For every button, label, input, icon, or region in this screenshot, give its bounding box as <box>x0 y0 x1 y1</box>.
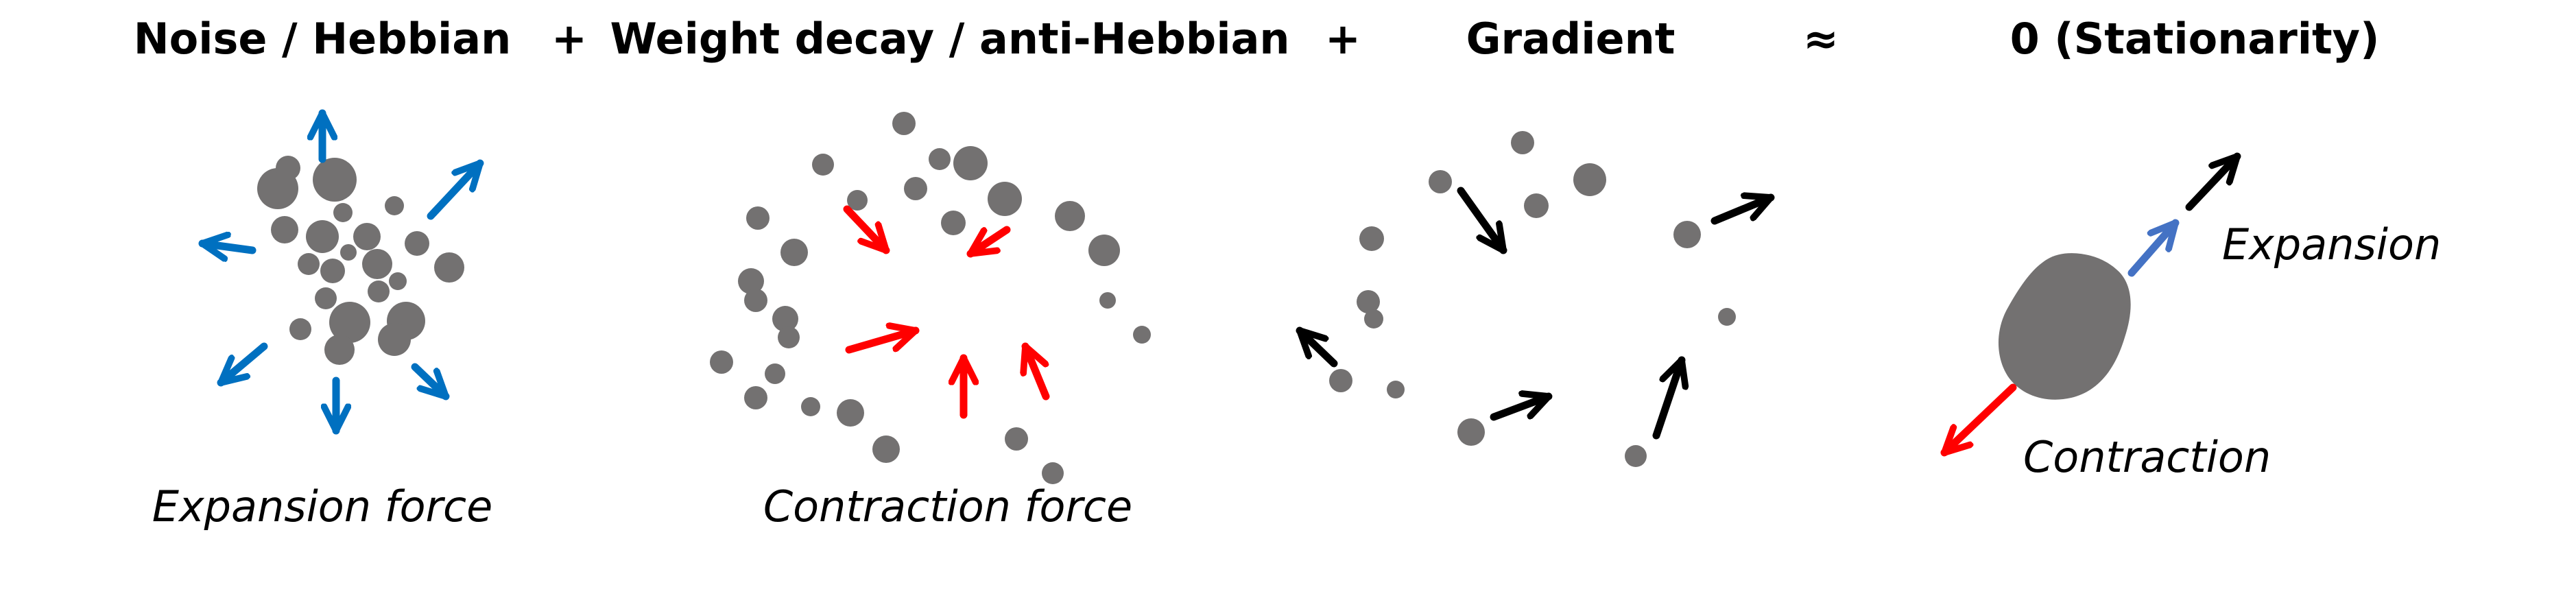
dot <box>765 363 785 384</box>
dot <box>329 302 370 343</box>
contraction-arrow-right <box>845 331 920 354</box>
dot <box>892 112 916 135</box>
dot <box>1673 221 1701 248</box>
dot <box>1055 201 1085 231</box>
stationarity-panel: Expansion Contraction <box>1940 152 2441 482</box>
combined-expansion-arrow-outer <box>2185 152 2241 211</box>
dot <box>872 435 900 463</box>
contraction-arrow-up-left <box>1025 342 1050 401</box>
dot <box>738 268 764 294</box>
dot <box>320 259 345 283</box>
gradient-arrow-right <box>1490 396 1553 421</box>
dot <box>772 306 798 332</box>
expansion-panel: Expansion force <box>152 109 492 532</box>
dot <box>306 220 339 253</box>
dot <box>1042 462 1064 484</box>
dot <box>1625 445 1647 467</box>
gradient-panel <box>1296 131 1775 467</box>
plus-operator-1: + <box>551 14 587 64</box>
dot <box>340 244 357 261</box>
term-stationarity: 0 (Stationarity) <box>2010 14 2380 64</box>
dot <box>298 253 320 275</box>
dot <box>929 148 951 170</box>
approx-operator: ≈ <box>1803 14 1839 64</box>
dot <box>289 318 311 340</box>
expansion-dot-cluster <box>257 156 464 365</box>
dot <box>1511 131 1534 154</box>
dot <box>744 386 767 409</box>
dot <box>378 323 411 356</box>
combined-contraction-label: Contraction <box>2023 432 2271 482</box>
term-weight-decay: Weight decay / anti-Hebbian <box>610 14 1289 64</box>
dot <box>434 252 464 283</box>
combined-expansion-label: Expansion <box>2222 219 2441 270</box>
expansion-arrows <box>198 109 484 435</box>
dot <box>1364 309 1383 329</box>
gradient-arrow-down-right <box>1457 187 1507 254</box>
gradient-arrow-up-left <box>1296 326 1338 368</box>
dot <box>1133 326 1151 344</box>
dot <box>988 182 1022 216</box>
dot <box>1005 427 1028 451</box>
dot <box>837 399 864 427</box>
dot <box>1429 170 1452 193</box>
equation-header: Noise / Hebbian + Weight decay / anti-He… <box>134 14 2380 64</box>
dot <box>1718 308 1736 326</box>
gradient-dots <box>1329 131 1736 467</box>
dot <box>904 177 927 200</box>
contraction-arrow-down-right <box>843 205 890 254</box>
gradient-arrow-up-right <box>1710 198 1775 225</box>
expansion-force-caption: Expansion force <box>152 481 492 532</box>
plus-operator-2: + <box>1325 14 1361 64</box>
dot <box>385 196 404 215</box>
term-gradient: Gradient <box>1466 14 1675 64</box>
dot <box>1387 381 1405 398</box>
expansion-arrow-down-left <box>217 342 268 387</box>
term-noise-hebbian: Noise / Hebbian <box>134 14 511 64</box>
gradient-arrows <box>1296 187 1775 440</box>
dot <box>313 158 357 202</box>
dot <box>1088 235 1120 266</box>
dot <box>1329 369 1352 392</box>
dot <box>1524 193 1549 218</box>
dot <box>1357 290 1380 313</box>
expansion-arrow-down-right <box>411 363 450 401</box>
dot <box>778 326 800 348</box>
dot <box>324 335 355 365</box>
contraction-dot-ring <box>710 112 1151 484</box>
dot <box>847 190 868 211</box>
gradient-arrow-up <box>1652 356 1682 440</box>
dot <box>362 249 392 279</box>
contraction-panel: Contraction force <box>710 112 1151 532</box>
dot <box>333 203 353 222</box>
contraction-arrow-down-left <box>966 226 1011 258</box>
dot <box>405 231 429 256</box>
combined-blob <box>1998 253 2131 400</box>
dot <box>710 350 733 374</box>
dot <box>780 239 808 266</box>
contraction-force-caption: Contraction force <box>763 481 1132 532</box>
combined-contraction-arrow <box>1940 383 2017 457</box>
contraction-arrows <box>843 205 1050 419</box>
dot <box>1573 163 1606 196</box>
dot <box>744 289 767 312</box>
dot <box>953 146 988 180</box>
dot <box>941 211 966 235</box>
dot <box>271 216 298 243</box>
expansion-arrow-up-right <box>427 159 484 220</box>
expansion-arrow-left <box>198 243 257 250</box>
dot <box>1457 418 1485 446</box>
dot <box>1099 292 1116 309</box>
dot <box>746 206 770 230</box>
dot <box>801 397 820 416</box>
dot <box>389 272 407 290</box>
dot <box>812 154 834 176</box>
combined-expansion-arrow-inner <box>2127 219 2180 277</box>
dot <box>315 287 337 309</box>
dot <box>276 156 300 180</box>
dot <box>353 223 381 250</box>
dot <box>368 280 390 302</box>
dot <box>1359 226 1384 251</box>
